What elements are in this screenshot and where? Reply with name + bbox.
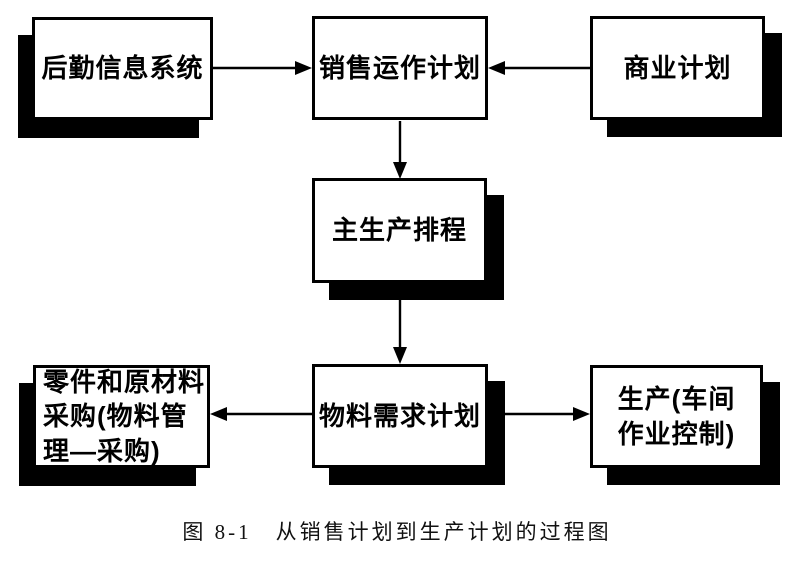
node-face: 商业计划 — [590, 16, 765, 120]
node-production-shop-floor-control: 生产(车间 作业控制) — [590, 365, 780, 485]
node-label: 主生产排程 — [331, 215, 467, 246]
node-face: 生产(车间 作业控制) — [590, 365, 763, 468]
arrow-logistics-to-sales-ops — [213, 61, 312, 75]
node-face: 后勤信息系统 — [32, 17, 213, 120]
node-sales-operations-plan: 销售运作计划 — [312, 16, 488, 120]
node-business-plan: 商业计划 — [590, 16, 782, 137]
node-logistics-info-system: 后勤信息系统 — [18, 17, 213, 138]
node-face: 零件和原材料 采购(物料管 理—采购) — [33, 365, 210, 468]
node-master-production-schedule: 主生产排程 — [312, 178, 504, 300]
arrow-sales-ops-to-master-schedule — [393, 121, 407, 179]
node-label: 物料需求计划 — [318, 400, 481, 431]
arrow-mrp-to-materials-purchasing — [210, 407, 312, 421]
node-material-requirements-planning: 物料需求计划 — [312, 364, 505, 485]
node-parts-materials-purchasing: 零件和原材料 采购(物料管 理—采购) — [19, 365, 210, 486]
node-label: 后勤信息系统 — [41, 53, 204, 84]
node-label: 零件和原材料 采购(物料管 理—采购) — [43, 367, 206, 466]
node-face: 销售运作计划 — [312, 16, 488, 120]
figure-caption: 图 8-1 从销售计划到生产计划的过程图 — [182, 520, 612, 544]
arrow-business-plan-to-sales-ops — [488, 61, 590, 75]
node-label: 商业计划 — [623, 52, 732, 83]
node-label: 销售运作计划 — [318, 52, 481, 83]
node-face: 主生产排程 — [312, 178, 487, 283]
node-face: 物料需求计划 — [312, 364, 488, 468]
node-label: 生产(车间 作业控制) — [617, 384, 736, 449]
